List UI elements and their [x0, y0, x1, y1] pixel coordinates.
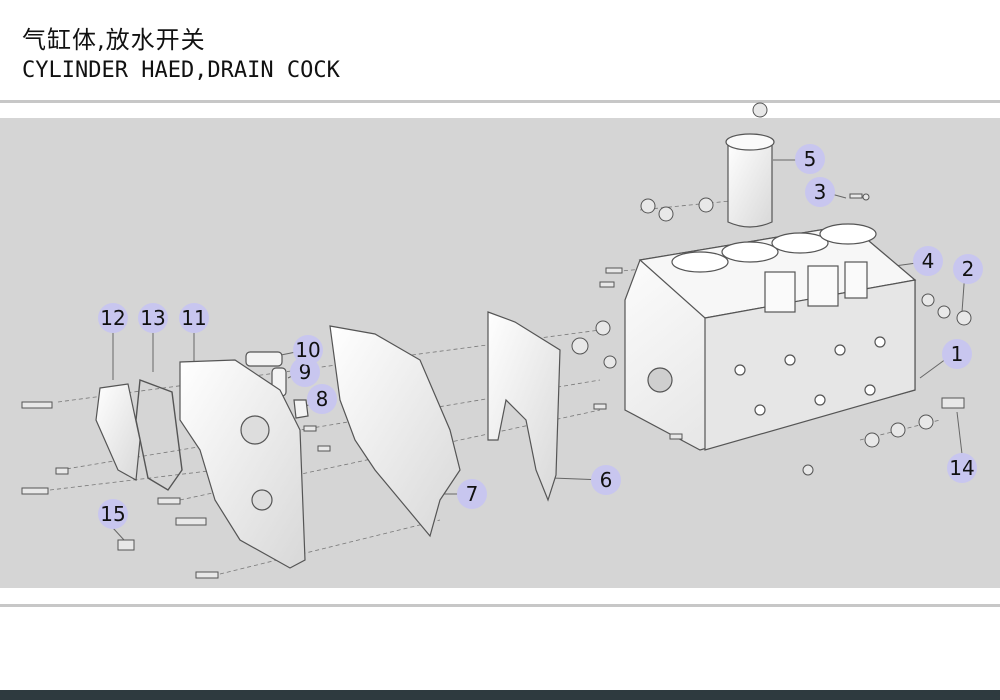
callout-circle: [138, 303, 168, 333]
callout-12: 12: [98, 303, 128, 333]
callout-4: 4: [913, 246, 943, 276]
cylinder-liner: [725, 133, 775, 228]
callout-circle: [290, 357, 320, 387]
callout-circle: [591, 465, 621, 495]
callout-3: 3: [805, 177, 835, 207]
callout-circle: [98, 499, 128, 529]
callout-number: 12: [100, 306, 125, 330]
cover-gasket: [135, 379, 183, 491]
callout-number: 15: [100, 502, 125, 526]
callout-circle: [953, 254, 983, 284]
callout-number: 1: [951, 342, 964, 366]
callout-circle: [293, 335, 323, 365]
callout-circle: [307, 384, 337, 414]
callout-number: 9: [299, 360, 312, 384]
header: 气缸体,放水开关 CYLINDER HAED,DRAIN COCK: [0, 0, 1000, 100]
callout-9: 9: [290, 357, 320, 387]
callout-circle: [805, 177, 835, 207]
callout-number: 2: [962, 257, 975, 281]
callout-circle: [942, 339, 972, 369]
footer-divider: [0, 604, 1000, 607]
callout-8: 8: [307, 384, 337, 414]
callout-circle: [947, 453, 977, 483]
end-cover-plate: [95, 383, 141, 481]
cylinder-block: [624, 223, 917, 451]
callout-14: 14: [947, 453, 977, 483]
footer-bar: [0, 690, 1000, 700]
plugs-and-bolts: [21, 102, 972, 579]
callout-circle: [913, 246, 943, 276]
callout-5: 5: [795, 144, 825, 174]
callout-number: 7: [466, 482, 479, 506]
callout-15: 15: [98, 499, 128, 529]
title-english: CYLINDER HAED,DRAIN COCK: [22, 58, 340, 83]
title-chinese: 气缸体,放水开关: [22, 26, 206, 54]
callout-circle: [98, 303, 128, 333]
callout-number: 5: [804, 147, 817, 171]
callout-10: 10: [293, 335, 323, 365]
callout-number: 3: [814, 180, 827, 204]
callout-6: 6: [591, 465, 621, 495]
callout-number: 10: [295, 338, 320, 362]
callout-7: 7: [457, 479, 487, 509]
callout-number: 11: [181, 306, 206, 330]
callout-number: 14: [949, 456, 974, 480]
callout-number: 4: [922, 249, 935, 273]
callout-circle: [179, 303, 209, 333]
callout-number: 8: [316, 387, 329, 411]
header-divider: [0, 100, 1000, 103]
callout-11: 11: [179, 303, 209, 333]
callout-circle: [795, 144, 825, 174]
callout-number: 6: [600, 468, 613, 492]
callout-circle: [457, 479, 487, 509]
seal-cover-plate: [487, 311, 561, 502]
callout-number: 13: [140, 306, 165, 330]
callout-13: 13: [138, 303, 168, 333]
callout-2: 2: [953, 254, 983, 284]
callout-1: 1: [942, 339, 972, 369]
timing-gear-cover: [179, 359, 306, 569]
front-plate: [329, 325, 461, 538]
